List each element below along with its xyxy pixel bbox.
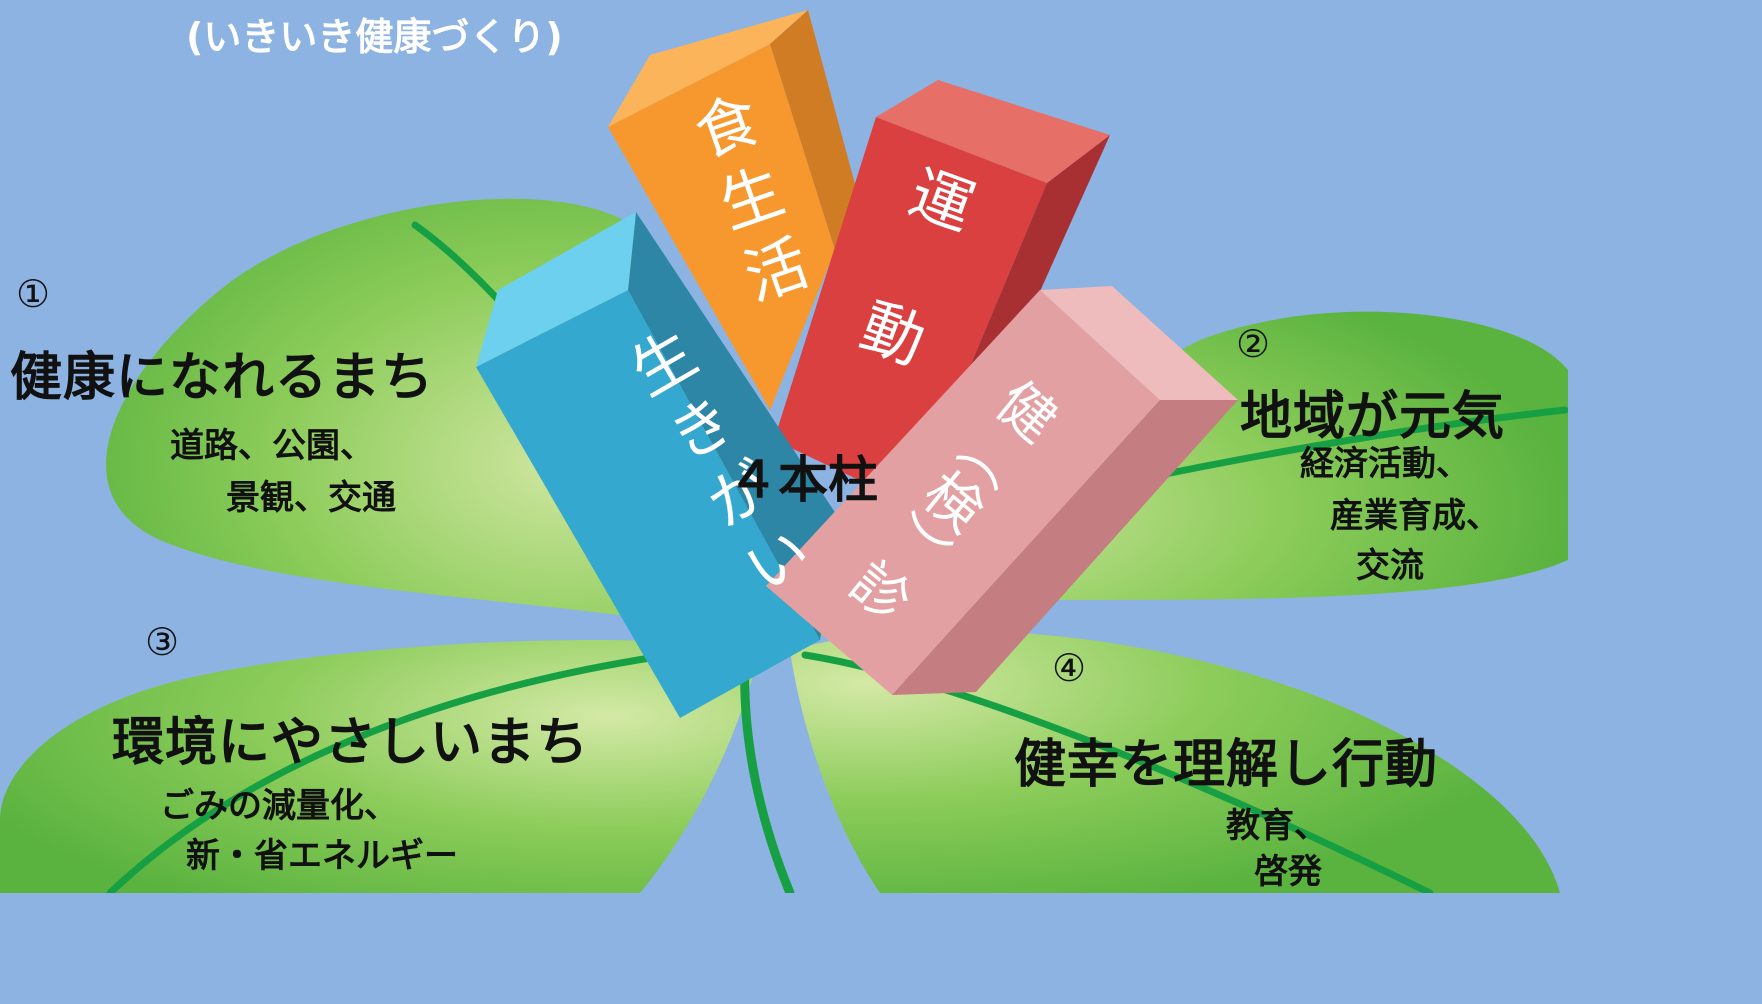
leaf-bottom-right — [790, 630, 1560, 893]
leaf-4-line-1: 教育、 — [1226, 806, 1328, 846]
leaf-2-line-1: 経済活動、 — [1300, 444, 1470, 484]
leaf-2-number: ② — [1236, 322, 1271, 366]
leaf-1-line-2: 景観、交通 — [226, 478, 396, 518]
leaf-4-number: ④ — [1052, 646, 1087, 690]
pillar-ikigai — [476, 212, 840, 718]
leaf-2-line-2: 産業育成、 — [1330, 496, 1500, 536]
leaf-4-title: 健幸を理解し行動 — [1014, 735, 1439, 795]
clover-graphic — [0, 10, 1568, 893]
leaf-2-line-3: 交流 — [1356, 546, 1424, 586]
leaf-2-title: 地域が元気 — [1240, 387, 1506, 447]
leaf-1-line-1: 道路、公園、 — [170, 426, 374, 466]
leaf-1-number: ① — [16, 272, 51, 316]
leaf-1-title: 健康になれるまち — [10, 348, 435, 408]
pillar-shokuseikatsu — [608, 10, 862, 410]
leaf-3-number: ③ — [145, 620, 180, 664]
leaf-3-line-2: 新・省エネルギー — [186, 836, 458, 876]
leaf-3-line-1: ごみの減量化、 — [160, 786, 398, 826]
leaf-3-title: 環境にやさしいまち — [112, 713, 590, 773]
clover-diagram: 食生活 運動 生きがい 健（検）診 ４本柱 (いきいき健康づくり) ① 健康にな… — [0, 10, 1568, 893]
leaf-4-line-2: 啓発 — [1254, 852, 1322, 892]
page-subtitle: (いきいき健康づくり) — [186, 15, 563, 59]
center-label: ４本柱 — [728, 451, 878, 509]
pillar-kenshin — [766, 286, 1238, 695]
